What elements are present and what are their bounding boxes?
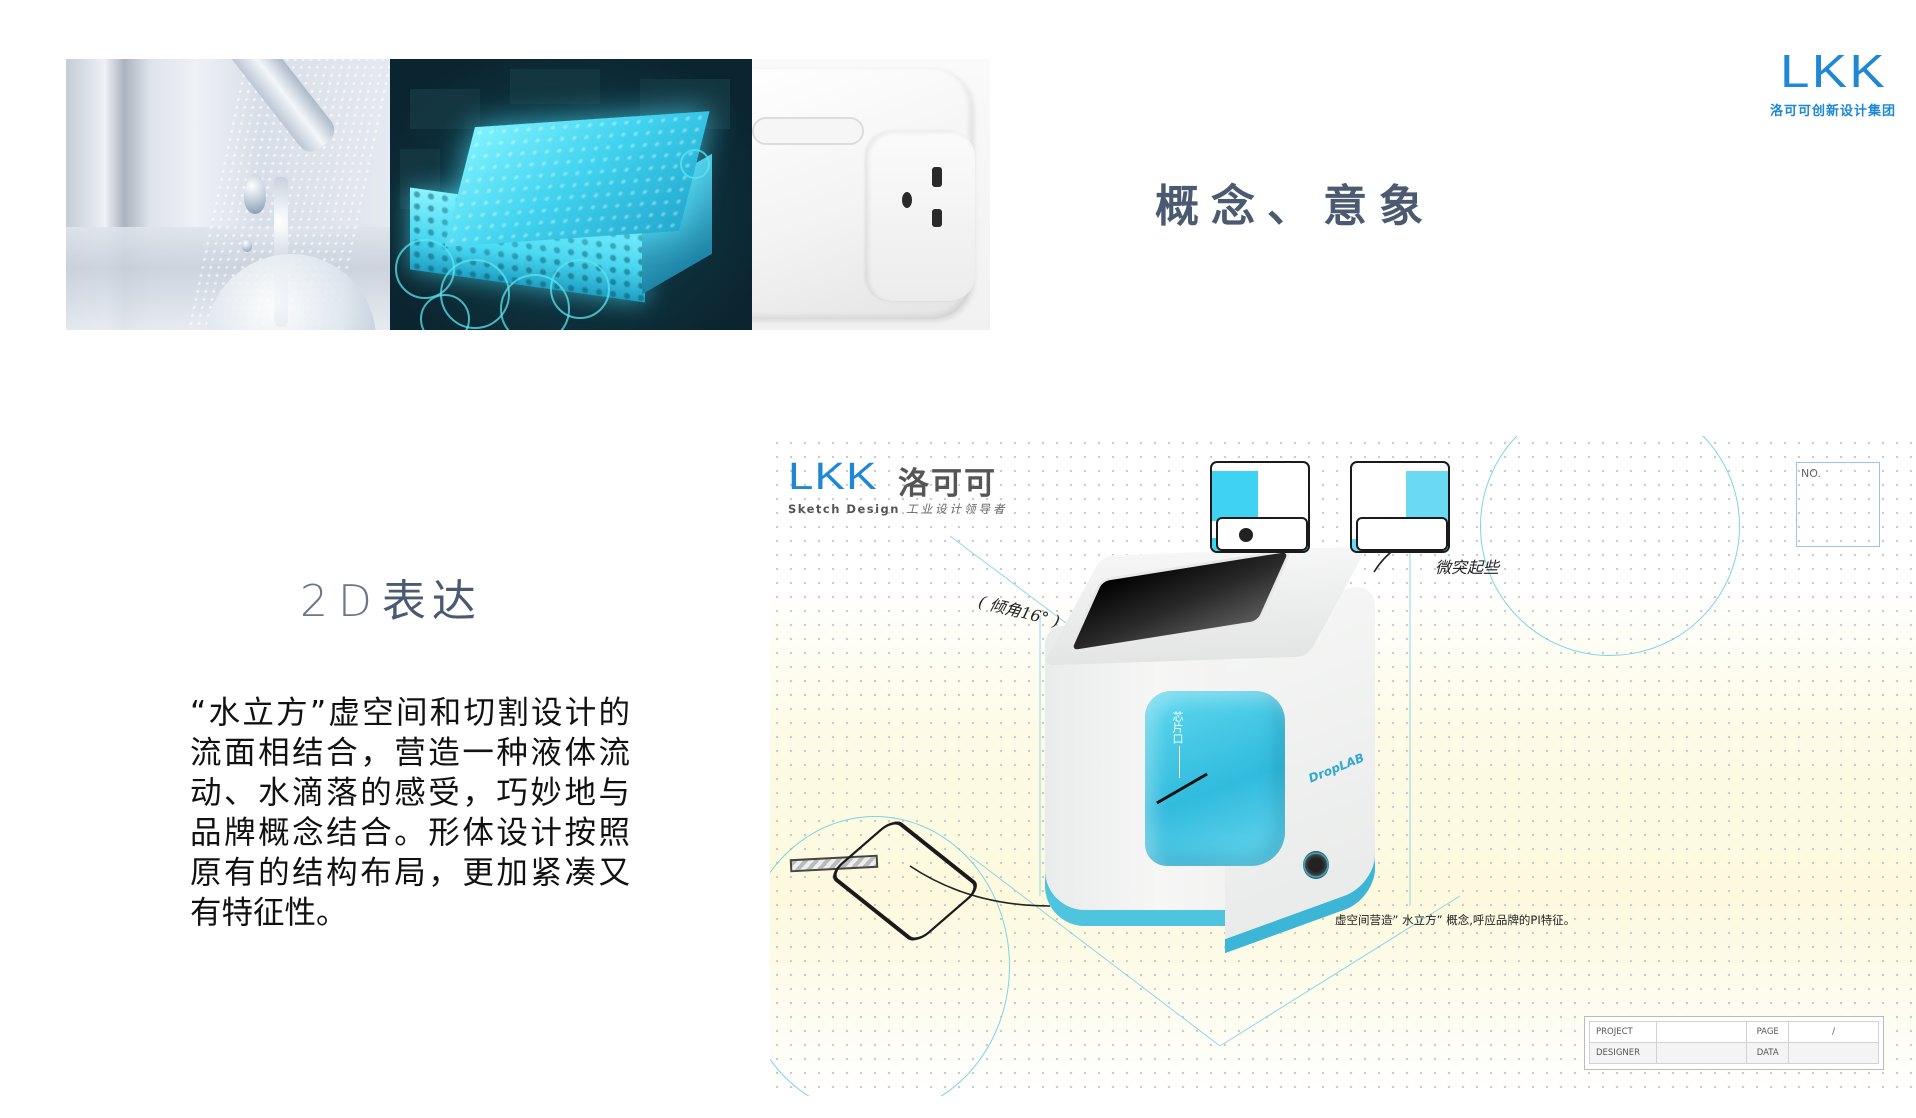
designer-value [1656,1042,1748,1064]
lkk-logo-tagline: 洛可可创新设计集团 [1769,104,1896,119]
button-icon [1239,528,1253,542]
sketch-caption: 虚空间营造” 水立方” 概念,呼应品牌的PI特征。 [1335,913,1576,927]
detail-circle-bottom-left [770,816,1010,1096]
smart-plug-image [752,59,990,330]
concept-title: 概念、意象 [1155,181,1435,232]
data-value [1788,1042,1879,1064]
power-button-icon [1303,851,1329,879]
chip-well: 芯片口 [1145,691,1285,866]
data-label: DATA [1746,1042,1789,1064]
sketch-logo-sub-cn: 工业设计领导者 [905,502,1008,516]
lkk-logo-mark: LKK [1779,45,1887,97]
section-title-latin: 2D [300,576,382,627]
title-block: PROJECT PAGE / DESIGNER DATA [1584,1016,1884,1070]
description-paragraph: “水立方”虚空间和切割设计的流面相结合，营造一种液体流动、水滴落的感受，巧妙地与… [190,695,630,931]
sheet-number-label: NO. [1801,467,1821,480]
section-title: 2D表达 [300,565,482,629]
section-title-cn: 表达 [381,576,482,627]
project-value [1656,1021,1748,1043]
sketch-logo-sub: Sketch Design [788,502,900,516]
page-value: / [1788,1021,1879,1043]
sketch-logo-mark: LKK [788,456,878,498]
water-cube-building-image [390,59,752,330]
product-render: 芯片口 DropLAB [1042,546,1375,954]
detail-annotation: 微突起些 [1435,558,1500,577]
sheet-number-box: NO. [1796,462,1880,547]
sketch-logo-cn: 洛可可 [898,466,997,502]
side-view [1350,461,1450,553]
designer-label: DESIGNER [1588,1042,1658,1064]
lkk-logo: LKK 洛可可创新设计集团 [1758,48,1908,119]
front-view [1210,461,1310,553]
sketch-logo: LKK 洛可可 Sketch Design 工业设计领导者 [788,458,1007,517]
page-label: PAGE [1746,1021,1789,1043]
chip-port-label: 芯片口 [1171,711,1184,744]
concept-image-strip [66,59,990,330]
dna-water-drop-image [66,59,390,330]
project-label: PROJECT [1588,1021,1658,1043]
